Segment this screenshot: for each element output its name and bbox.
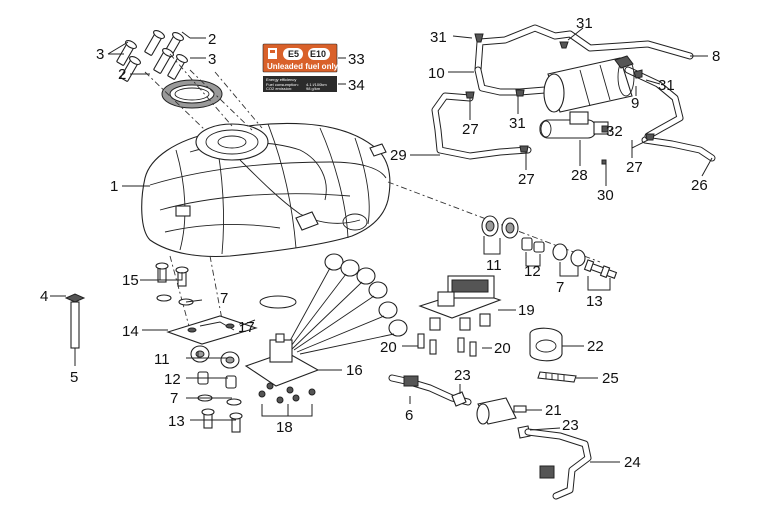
callout-19: 19 (518, 302, 535, 319)
callout-7-left: 7 (220, 290, 228, 307)
callout-10: 10 (428, 65, 445, 82)
callout-25: 25 (602, 370, 619, 387)
callout-31-a: 31 (430, 29, 447, 46)
callout-numbers: 1 2 2 3 3 33 34 31 31 8 10 9 31 27 31 32… (40, 15, 720, 471)
callout-2-left: 2 (118, 66, 126, 83)
drain-tube (64, 293, 86, 349)
callout-14: 14 (122, 323, 139, 340)
callout-3-right: 3 (208, 51, 216, 68)
callout-11-left: 11 (154, 351, 170, 368)
callout-9: 9 (631, 95, 639, 112)
callout-21: 21 (545, 402, 562, 419)
callout-34: 34 (348, 77, 365, 94)
callout-30: 30 (597, 187, 614, 204)
callout-13-right: 13 (586, 293, 603, 310)
purge-valve (539, 111, 609, 139)
right-mount-fasteners (481, 215, 618, 279)
e5-marking: E5 (288, 49, 299, 59)
callout-6: 6 (405, 407, 413, 424)
consumption-label: Fuel consumption: (266, 82, 299, 87)
fuel-hose-24 (524, 428, 592, 500)
small-clips (465, 33, 655, 165)
callout-31-c: 31 (658, 77, 675, 94)
energy-title: Energy efficiency (266, 77, 296, 82)
callout-27-c: 27 (626, 159, 643, 176)
callout-31-d: 31 (509, 115, 526, 132)
callout-12-left: 12 (164, 371, 181, 388)
callout-18: 18 (276, 419, 293, 436)
pump-bolts (417, 333, 477, 357)
tank-mount-bracket (166, 315, 258, 345)
leader-lines (50, 27, 713, 463)
callout-27-a: 27 (462, 121, 479, 138)
emission-label: CO2 emission: (266, 86, 292, 91)
callout-28: 28 (571, 167, 588, 184)
callout-11-right: 11 (486, 257, 502, 274)
callout-13-left: 13 (168, 413, 185, 430)
fuel-pump-unit (418, 275, 502, 331)
callout-15: 15 (122, 272, 139, 289)
callout-24: 24 (624, 454, 641, 471)
filler-bolts (116, 30, 188, 82)
consumption-value: 4.1 l/100km (306, 82, 327, 87)
callout-31-b: 31 (576, 15, 593, 32)
callout-23-a: 23 (454, 367, 471, 384)
callout-17: 17 (238, 319, 255, 336)
charcoal-canister (543, 55, 635, 113)
callout-7-right: 7 (556, 279, 564, 296)
energy-label: Energy efficiency Fuel consumption: 4.1 … (263, 76, 337, 92)
callout-22: 22 (587, 338, 604, 355)
pump-gasket (259, 295, 297, 309)
fuel-pump-icon (268, 48, 277, 59)
fuel-filter (476, 397, 527, 425)
callout-32: 32 (606, 123, 623, 140)
callout-16: 16 (346, 362, 363, 379)
e10-marking: E10 (310, 49, 326, 59)
left-mount-fasteners (155, 262, 243, 433)
callout-3-left: 3 (96, 46, 104, 63)
callout-1: 1 (110, 178, 118, 195)
callout-20-right: 20 (494, 340, 511, 357)
fuel-tank (141, 122, 391, 257)
callout-27-b: 27 (518, 171, 535, 188)
fuel-pump-flange (244, 333, 320, 404)
callout-5: 5 (70, 369, 78, 386)
emission-value: 98 g/km (306, 86, 321, 91)
callout-33: 33 (348, 51, 365, 68)
protective-sleeve (537, 371, 577, 383)
fuel-type-label: E5 E10 Unleaded fuel only (262, 43, 339, 73)
callout-20-left: 20 (380, 339, 397, 356)
callout-12-right: 12 (524, 263, 541, 280)
fuel-level-floats (284, 253, 408, 355)
callout-4: 4 (40, 288, 48, 305)
callout-2-top: 2 (208, 31, 216, 48)
callout-29: 29 (390, 147, 407, 164)
fuel-type-text: Unleaded fuel only (267, 62, 339, 71)
callout-8: 8 (712, 48, 720, 65)
callout-7-lower: 7 (170, 390, 178, 407)
callout-23-b: 23 (562, 417, 579, 434)
callout-26: 26 (691, 177, 708, 194)
